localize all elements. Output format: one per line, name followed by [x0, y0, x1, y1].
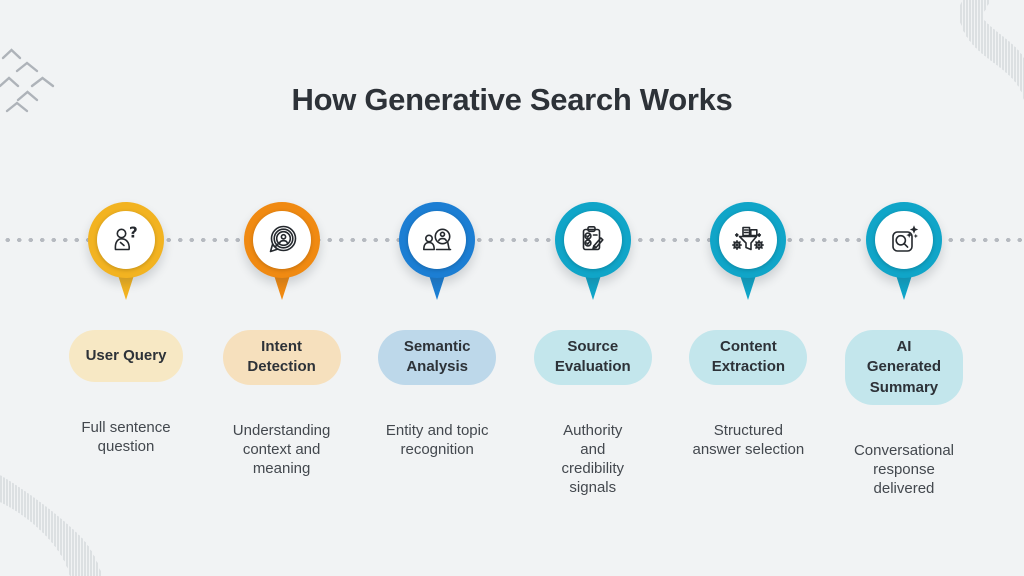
step-description: Entity and topic recognition	[385, 421, 489, 458]
step-label: Semantic Analysis	[403, 338, 471, 376]
step-label-pill: Semantic Analysis	[378, 330, 497, 385]
map-pin-marker	[865, 202, 942, 302]
step-label: Source Evaluation	[554, 338, 631, 376]
wave-ribbon-decoration	[959, 0, 1024, 100]
person-question-icon: ?	[114, 224, 138, 251]
target-arrow-icon	[269, 225, 296, 253]
page-title: How Generative Search Works	[291, 82, 733, 117]
steps-row: ? User Query Full sentence question	[51, 202, 979, 498]
step-description: Full sentence question	[81, 419, 171, 456]
map-pin-marker	[243, 202, 320, 302]
map-pin-marker	[399, 202, 476, 302]
map-pin-marker	[710, 202, 787, 302]
step-label-pill: Source Evaluation	[533, 330, 652, 385]
step-content-extraction: Content Extraction Structured answer sel…	[673, 202, 823, 498]
map-pin-marker	[554, 202, 631, 302]
clipboard-check-icon	[582, 226, 604, 251]
timeline-dotted-line	[0, 237, 1024, 243]
step-source-evaluation: Source Evaluation Authority and credibil…	[518, 202, 668, 498]
search-sparkle-icon	[892, 225, 919, 252]
step-label: AI Generated Summary	[866, 338, 942, 396]
step-label: Intent Detection	[247, 338, 316, 376]
step-label-pill: AI Generated Summary	[844, 330, 963, 405]
svg-text:?: ?	[129, 224, 138, 242]
step-intent-detection: Intent Detection Understanding context a…	[207, 202, 357, 498]
step-semantic-analysis: Semantic Analysis Entity and topic recog…	[362, 202, 512, 498]
step-description: Structured answer selection	[692, 421, 805, 458]
step-label-pill: Intent Detection	[222, 330, 341, 385]
step-label-pill: User Query	[68, 330, 184, 382]
step-label: Content Extraction	[711, 338, 786, 376]
funnel-gears-icon	[732, 226, 765, 251]
step-user-query: ? User Query Full sentence question	[51, 202, 201, 498]
map-pin-marker: ?	[88, 202, 164, 302]
step-description: Understanding context and meaning	[232, 421, 331, 477]
step-ai-generated-summary: AI Generated Summary Conversational resp…	[829, 202, 979, 498]
step-description: Conversational response delivered	[853, 441, 954, 498]
step-description: Authority and credibility signals	[561, 421, 625, 497]
step-label-pill: Content Extraction	[689, 330, 808, 385]
step-label: User Query	[85, 346, 167, 364]
entity-magnifier-icon	[423, 228, 452, 251]
